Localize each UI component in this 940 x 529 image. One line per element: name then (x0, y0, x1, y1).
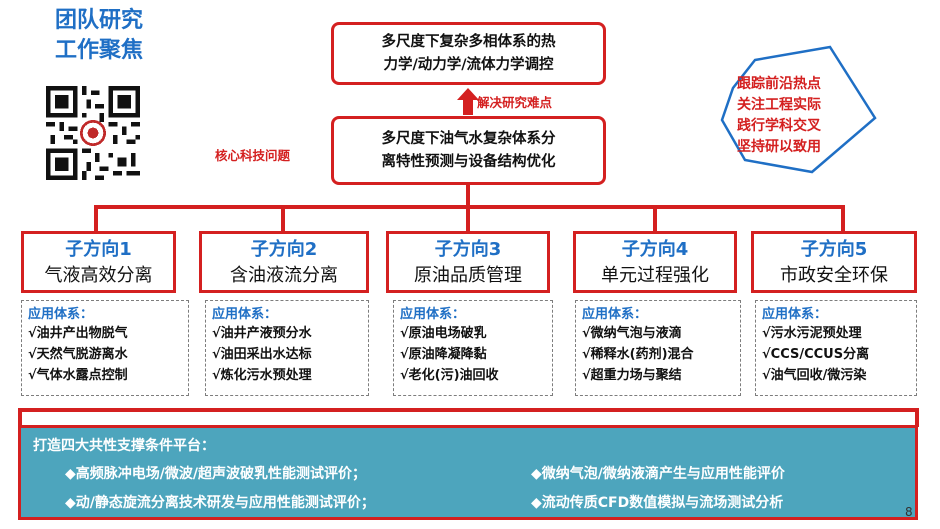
application-item: √原油电场破乳 (400, 326, 487, 341)
application-item: √超重力场与聚结 (582, 368, 682, 383)
sub-direction-3-name: 子方向3 (434, 239, 502, 260)
sub-direction-2-topic: 含油液流分离 (230, 265, 338, 286)
application-item: √油田采出水达标 (212, 347, 312, 362)
platform-heading: 打造四大共性支撑条件平台： (33, 438, 215, 454)
core-problem-label: 核心科技问题 (215, 148, 291, 163)
sub-direction-4-box: 子方向4 单元过程强化 (573, 231, 737, 293)
core-problem-line-1: 多尺度下油气水复杂体系分 (381, 130, 556, 147)
application-box-3: 应用体系： √原油电场破乳 √原油降凝降黏 √老化(污)油回收 (393, 300, 553, 396)
sub-direction-5-topic: 市政安全环保 (780, 265, 888, 286)
platform-item-3: ◆动/静态旋流分离技术研发与应用性能测试评价； (65, 495, 375, 511)
sub-direction-2-box: 子方向2 含油液流分离 (199, 231, 369, 293)
application-item: √油井产液预分水 (212, 326, 312, 341)
sub-direction-1-topic: 气液高效分离 (44, 265, 153, 286)
application-heading: 应用体系： (762, 307, 828, 322)
application-item: √气体水露点控制 (28, 368, 128, 383)
core-problem-box: 多尺度下油气水复杂体系分 离特性预测与设备结构优化 (331, 116, 606, 185)
application-item: √稀释水(药剂)混合 (582, 347, 694, 362)
qr-code-image (46, 86, 140, 180)
application-item: √原油降凝降黏 (400, 347, 487, 362)
platform-item-2: ◆微纳气泡/微纳液滴产生与应用性能评价 (531, 466, 785, 482)
application-heading: 应用体系： (28, 307, 94, 322)
application-box-4: 应用体系： √微纳气泡与液滴 √稀释水(药剂)混合 √超重力场与聚结 (575, 300, 741, 396)
application-heading: 应用体系： (212, 307, 278, 322)
research-difficulty-line-2: 力学/动力学/流体力学调控 (383, 56, 554, 73)
motto-line-1: 跟踪前沿热点 (737, 76, 821, 92)
application-item: √炼化污水预处理 (212, 368, 312, 383)
sub-direction-3-box: 子方向3 原油品质管理 (386, 231, 550, 293)
sub-direction-4-topic: 单元过程强化 (601, 265, 709, 286)
motto-line-3: 践行学科交叉 (737, 118, 821, 134)
application-item: √老化(污)油回收 (400, 368, 499, 383)
research-difficulty-line-1: 多尺度下复杂多相体系的热 (381, 33, 556, 50)
application-box-2: 应用体系： √油井产液预分水 √油田采出水达标 √炼化污水预处理 (205, 300, 369, 396)
sub-direction-1-name: 子方向1 (65, 239, 132, 260)
core-problem-line-2: 离特性预测与设备结构优化 (381, 153, 556, 170)
page-number: 8 (905, 505, 913, 519)
team-title-line-2: 工作聚焦 (54, 38, 143, 63)
motto-text: 跟踪前沿热点 关注工程实际 践行学科交叉 坚持研以致用 (708, 74, 850, 158)
sub-direction-3-topic: 原油品质管理 (414, 265, 522, 286)
sub-direction-5-name: 子方向5 (800, 239, 868, 260)
motto-line-2: 关注工程实际 (737, 97, 821, 113)
application-box-1: 应用体系： √油井产出物脱气 √天然气脱游离水 √气体水露点控制 (21, 300, 189, 396)
application-item: √天然气脱游离水 (28, 347, 128, 362)
platform-item-4: ◆流动传质CFD数值模拟与流场测试分析 (531, 495, 784, 511)
sub-direction-1-box: 子方向1 气液高效分离 (21, 231, 176, 293)
team-title: 团队研究 工作聚焦 (34, 6, 164, 66)
application-item: √油井产出物脱气 (28, 326, 128, 341)
research-difficulty-box: 多尺度下复杂多相体系的热 力学/动力学/流体力学调控 (331, 22, 606, 85)
motto-line-4: 坚持研以致用 (737, 139, 821, 155)
application-item: √油气回收/微污染 (762, 368, 867, 383)
support-platform-banner: 打造四大共性支撑条件平台： ◆高频脉冲电场/微波/超声波破乳性能测试评价； ◆微… (18, 425, 918, 520)
motto-outline (720, 45, 877, 174)
application-item: √CCS/CCUS分离 (762, 347, 870, 362)
application-item: √微纳气泡与液滴 (582, 326, 682, 341)
sub-direction-5-box: 子方向5 市政安全环保 (751, 231, 917, 293)
application-heading: 应用体系： (400, 307, 466, 322)
platform-item-1: ◆高频脉冲电场/微波/超声波破乳性能测试评价； (65, 466, 366, 482)
sub-direction-4-name: 子方向4 (621, 239, 689, 260)
solve-difficulty-label: 解决研究难点 (477, 95, 553, 110)
application-item: √污水污泥预处理 (762, 326, 862, 341)
application-box-5: 应用体系： √污水污泥预处理 √CCS/CCUS分离 √油气回收/微污染 (755, 300, 917, 396)
team-title-line-1: 团队研究 (54, 8, 143, 33)
application-heading: 应用体系： (582, 307, 648, 322)
sub-direction-2-name: 子方向2 (250, 239, 318, 260)
